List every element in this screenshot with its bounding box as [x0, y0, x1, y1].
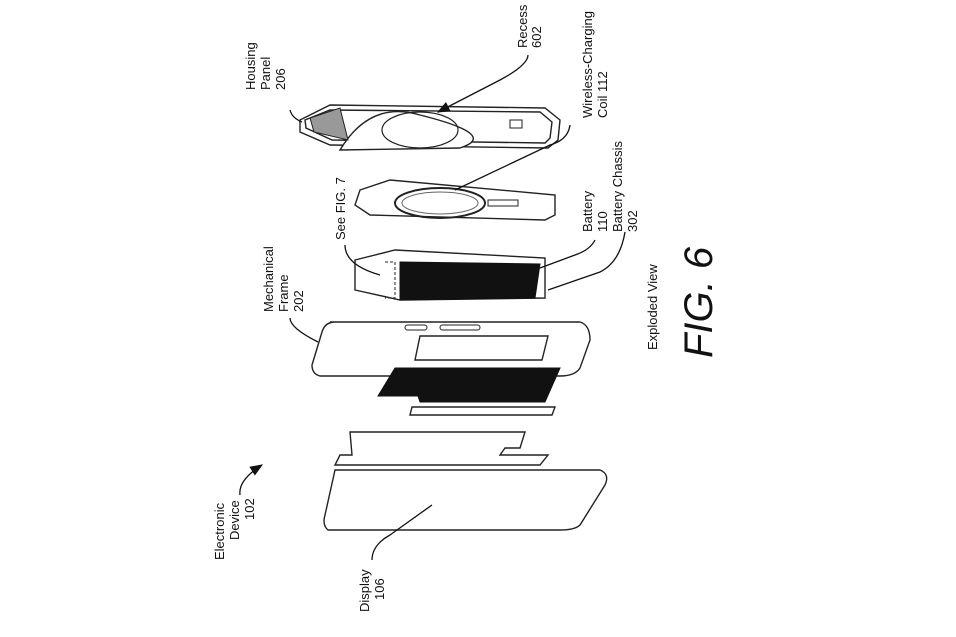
svg-text:Wireless-Charging: Wireless-Charging [580, 11, 595, 118]
svg-text:302: 302 [625, 210, 640, 232]
label-battery-chassis: Battery Chassis 302 [610, 140, 640, 232]
label-wireless-coil: Wireless-Charging Coil 112 [580, 11, 610, 118]
svg-text:Battery: Battery [580, 190, 595, 232]
figure-title: FIG. 6 [677, 246, 721, 358]
label-electronic-device: Electronic Device 102 [212, 498, 257, 560]
label-see-fig-7: See FIG. 7 [333, 177, 348, 240]
svg-text:FIG. 6: FIG. 6 [677, 246, 721, 358]
svg-text:102: 102 [242, 498, 257, 520]
svg-text:Mechanical: Mechanical [261, 246, 276, 312]
housing-panel [299, 104, 561, 151]
wireless-charging-coil [354, 179, 556, 221]
svg-text:See FIG. 7: See FIG. 7 [333, 177, 348, 240]
svg-text:Exploded View: Exploded View [645, 264, 660, 350]
svg-text:602: 602 [529, 26, 544, 48]
display-panel [323, 469, 608, 531]
label-mechanical-frame: Mechanical Frame 202 [261, 246, 306, 312]
label-recess: Recess 602 [515, 4, 544, 48]
svg-text:Panel: Panel [258, 57, 273, 90]
svg-text:Housing: Housing [243, 42, 258, 90]
svg-text:Display: Display [357, 569, 372, 612]
shield-layer [377, 367, 561, 403]
svg-text:Electronic: Electronic [212, 502, 227, 560]
display-stack-layer [333, 431, 550, 466]
svg-text:Device: Device [227, 500, 242, 540]
svg-text:110: 110 [595, 211, 610, 232]
svg-text:Frame: Frame [276, 274, 291, 312]
svg-text:106: 106 [372, 578, 387, 600]
battery-assembly [354, 249, 546, 301]
svg-text:202: 202 [291, 290, 306, 312]
svg-text:Recess: Recess [515, 4, 530, 48]
figure-caption: Exploded View [645, 264, 660, 350]
svg-text:Battery Chassis: Battery Chassis [610, 140, 625, 232]
label-housing-panel: Housing Panel 206 [243, 42, 288, 90]
flex-connector [409, 406, 557, 416]
label-display: Display 106 [357, 569, 387, 612]
svg-text:Coil 112: Coil 112 [595, 71, 610, 118]
mechanical-frame [311, 321, 591, 377]
label-battery: Battery 110 [580, 190, 610, 232]
svg-text:206: 206 [273, 68, 288, 90]
